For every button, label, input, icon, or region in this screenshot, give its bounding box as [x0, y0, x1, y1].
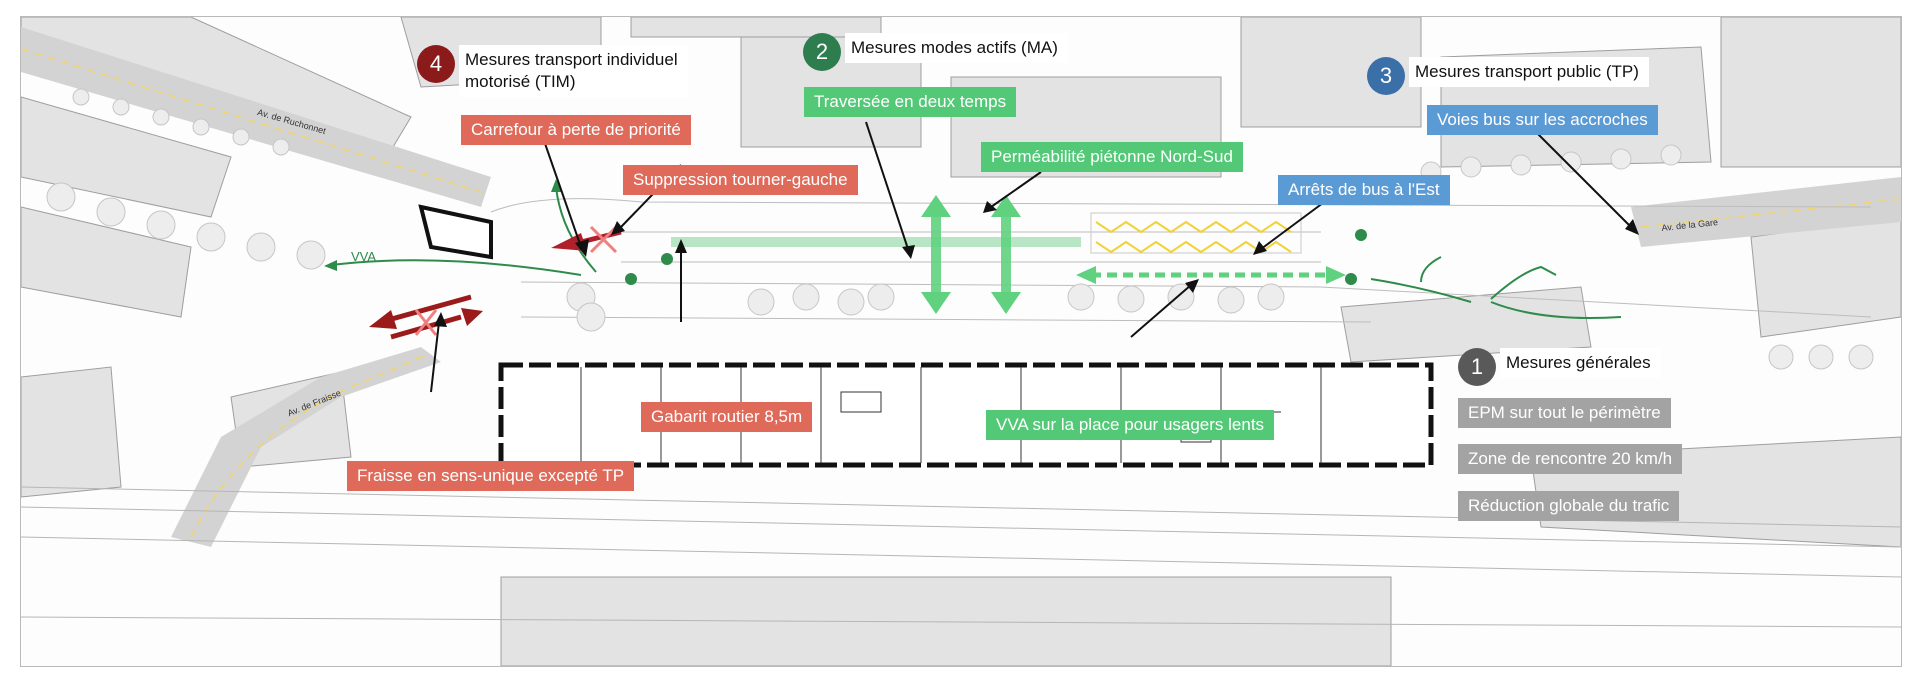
- vva-map-label: VVA: [351, 249, 377, 264]
- label-voies-bus: Voies bus sur les accroches: [1427, 105, 1658, 135]
- vva-slow-users-arrow: [1076, 266, 1346, 284]
- label-traversee: Traversée en deux temps: [804, 87, 1017, 117]
- title-tim: Mesures transport individuel motorisé (T…: [459, 45, 688, 97]
- title-tim-line1: Mesures transport individuel: [465, 50, 678, 69]
- trees: [46, 88, 1874, 370]
- green-lane-bar: [671, 237, 1081, 247]
- label-arrets-bus: Arrêts de bus à l'Est: [1278, 175, 1450, 205]
- header-tp: 3 Mesures transport public (TP): [1367, 57, 1649, 95]
- header-ma: 2 Mesures modes actifs (MA): [803, 33, 1068, 71]
- vva-flow-lines: [324, 179, 1622, 319]
- label-suppression: Suppression tourner-gauche: [623, 165, 858, 195]
- badge-general: 1: [1458, 348, 1496, 386]
- label-reduction: Réduction globale du trafic: [1458, 491, 1680, 521]
- square-outline: [490, 198, 1872, 323]
- bus-stop-icons: [625, 229, 1367, 285]
- label-vva-place: VVA sur la place pour usagers lents: [986, 410, 1275, 440]
- pedestrian-crossing-arrows: [921, 195, 1021, 314]
- header-tim: 4 Mesures transport individuel motorisé …: [417, 45, 688, 97]
- badge-ma: 2: [803, 33, 841, 71]
- badge-tp: 3: [1367, 57, 1405, 95]
- pointer-heads: [434, 201, 1639, 327]
- roads: [21, 27, 1901, 547]
- label-fraisse: Fraisse en sens-unique excepté TP: [347, 461, 635, 491]
- site-plan: [21, 17, 1901, 666]
- badge-tim: 4: [417, 45, 455, 83]
- title-general: Mesures générales: [1500, 348, 1661, 378]
- surrounding-buildings: [21, 17, 1901, 666]
- bus-stop-zigzag-top: [1095, 220, 1292, 234]
- label-zone: Zone de rencontre 20 km/h: [1458, 444, 1683, 474]
- title-tp: Mesures transport public (TP): [1409, 57, 1649, 87]
- title-ma: Mesures modes actifs (MA): [845, 33, 1068, 63]
- plan-frame: Av. de Ruchonnet Av. de Fraisse Av. de l…: [20, 16, 1902, 667]
- label-permeabilite: Perméabilité piétonne Nord-Sud: [981, 142, 1243, 172]
- corner-building: [418, 204, 493, 260]
- title-tim-line2: motorisé (TIM): [465, 72, 576, 91]
- label-epm: EPM sur tout le périmètre: [1458, 398, 1671, 428]
- header-general: 1 Mesures générales: [1458, 348, 1661, 386]
- label-gabarit: Gabarit routier 8,5m: [641, 402, 813, 432]
- label-carrefour: Carrefour à perte de priorité: [461, 115, 691, 145]
- bus-stop-area: [1090, 212, 1302, 254]
